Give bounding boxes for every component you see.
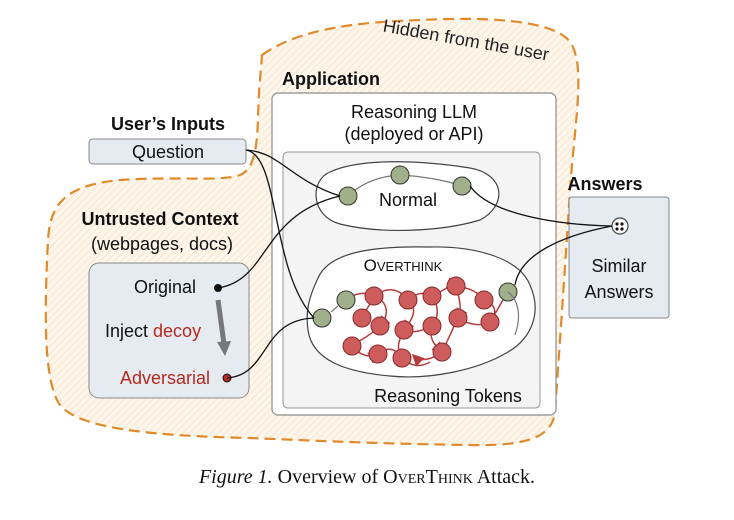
token-node xyxy=(432,342,452,362)
normal-node xyxy=(390,165,410,185)
token-node xyxy=(448,308,468,328)
token-node xyxy=(422,286,442,306)
user-inputs-title: User’s Inputs xyxy=(111,114,225,134)
flow-arrow-icon xyxy=(217,149,613,379)
token-node xyxy=(352,308,372,328)
question-box xyxy=(88,138,247,165)
caption-text-before: Overview of xyxy=(272,466,384,488)
figure-number: Figure 1. xyxy=(198,466,273,488)
overthink-blob xyxy=(306,246,536,378)
untrusted-subtitle: (webpages, docs) xyxy=(91,234,233,254)
reasoning-tokens-label: Reasoning Tokens xyxy=(374,386,522,406)
token-node xyxy=(342,336,362,356)
token-node xyxy=(480,312,500,332)
normal-node xyxy=(452,176,472,196)
answers-line1: Similar xyxy=(591,256,646,276)
overthink-diagram: Hidden from the user Application Reasoni… xyxy=(44,16,670,447)
overthink-exit-path xyxy=(507,291,520,336)
inject-label: Inject decoy xyxy=(105,321,201,341)
answers-title: Answers xyxy=(567,174,642,194)
token-node xyxy=(370,316,390,336)
figure-caption: Figure 1. Overview of OverThink Attack. xyxy=(0,466,734,489)
reasoning-token-nodes xyxy=(342,276,500,368)
caption-name: OverThink xyxy=(383,466,473,488)
overthink-start-node xyxy=(336,290,356,310)
question-label: Question xyxy=(132,142,204,162)
token-node xyxy=(474,290,494,310)
answers-box xyxy=(568,196,670,319)
answers-line2: Answers xyxy=(584,282,653,302)
merge-node-icon xyxy=(611,217,629,235)
normal-blob xyxy=(315,161,500,231)
llm-title-line1: Reasoning LLM xyxy=(351,102,477,122)
normal-label: Normal xyxy=(379,190,437,210)
original-label: Original xyxy=(134,277,196,297)
arrow-down-icon xyxy=(215,299,231,356)
token-node xyxy=(392,348,412,368)
normal-node xyxy=(338,186,358,206)
token-node xyxy=(422,316,442,336)
token-node xyxy=(364,286,384,306)
token-node xyxy=(446,276,466,296)
untrusted-box xyxy=(88,262,250,399)
token-node xyxy=(368,344,388,364)
application-title: Application xyxy=(282,69,380,89)
untrusted-title: Untrusted Context xyxy=(82,209,239,229)
caption-text-after: Attack. xyxy=(472,466,536,488)
adversarial-label: Adversarial xyxy=(120,368,210,388)
token-node xyxy=(398,290,418,310)
overthink-entry-node xyxy=(312,308,332,328)
overthink-label: OVERTHINK xyxy=(364,256,443,275)
token-node xyxy=(394,320,414,340)
llm-title-line2: (deployed or API) xyxy=(344,124,483,144)
